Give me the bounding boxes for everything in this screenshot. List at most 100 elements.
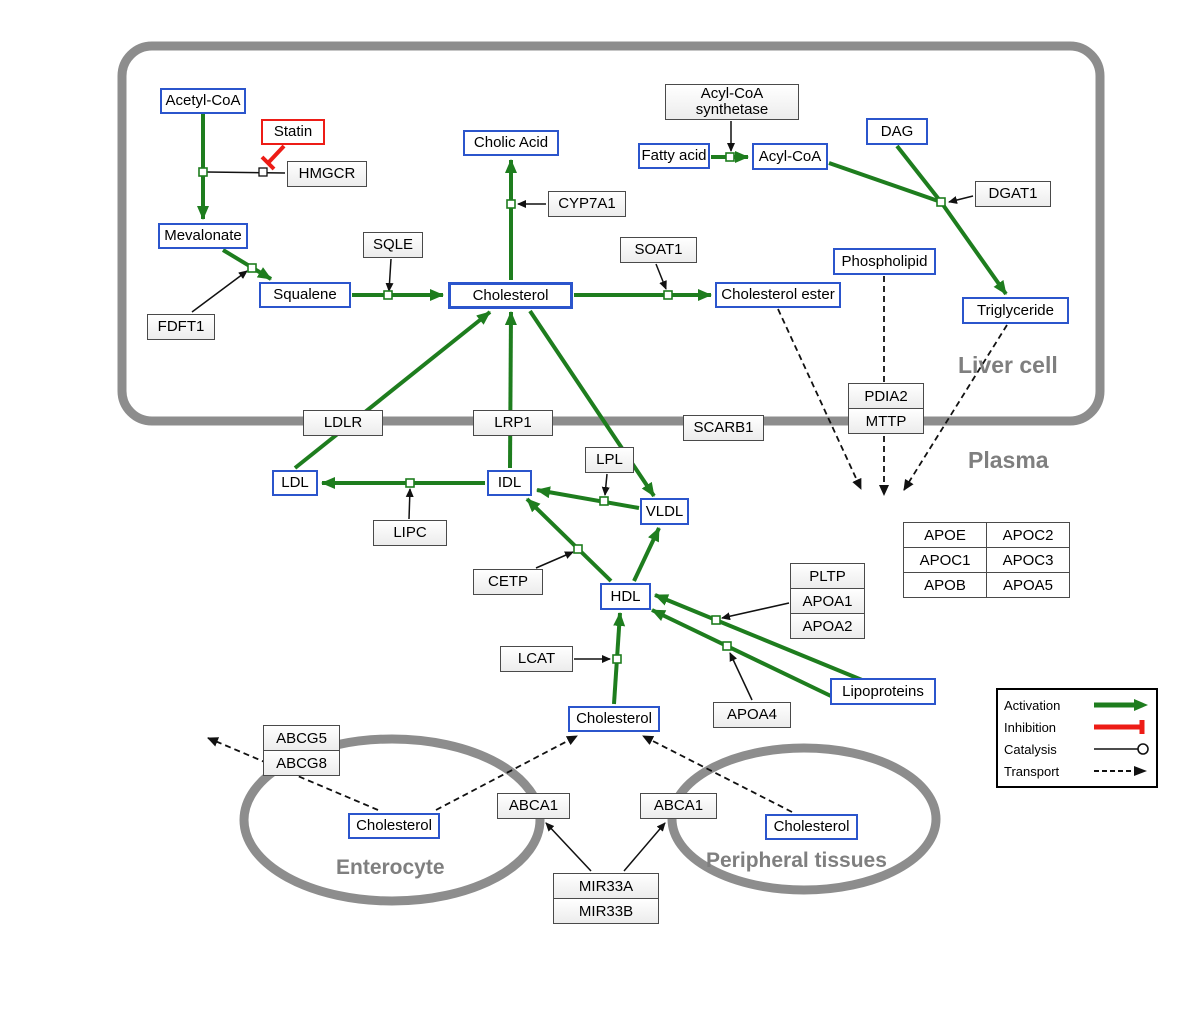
legend-activation: Activation bbox=[1004, 695, 1150, 715]
transport-dashed-arrow-icon bbox=[1094, 766, 1147, 776]
edge-ldl-uptake-ldlr bbox=[293, 310, 492, 470]
node-cyp7a1[interactable]: CYP7A1 bbox=[548, 191, 626, 217]
edge-lipoproteins-to-hdl-2 bbox=[651, 608, 834, 699]
liver-cell-membrane bbox=[117, 41, 1105, 426]
node-mir33a[interactable]: MIR33A bbox=[554, 874, 658, 898]
edge-lipc-catalysis bbox=[405, 488, 414, 520]
edge-peripheral-cholesterol-to-plasma bbox=[642, 735, 793, 813]
node-pltp[interactable]: PLTP bbox=[791, 564, 864, 588]
node-pdia2-mttp-complex: PDIA2 MTTP bbox=[848, 383, 924, 434]
node-lrp1[interactable]: LRP1 bbox=[473, 410, 553, 436]
apolipoprotein-table: APOE APOC2 APOC1 APOC3 APOB APOA5 bbox=[903, 522, 1070, 598]
edge-idl-uptake-lrp1 bbox=[504, 311, 517, 469]
node-apob[interactable]: APOB bbox=[904, 572, 986, 597]
node-mir33-complex: MIR33A MIR33B bbox=[553, 873, 659, 924]
node-apoa4[interactable]: APOA4 bbox=[713, 702, 791, 728]
node-lipc[interactable]: LIPC bbox=[373, 520, 447, 546]
node-cetp[interactable]: CETP bbox=[473, 569, 543, 595]
node-acyl-coa-synthetase[interactable]: Acyl-CoA synthetase bbox=[665, 84, 799, 120]
node-triglyceride[interactable]: Triglyceride bbox=[962, 297, 1069, 324]
node-abcg5[interactable]: ABCG5 bbox=[264, 726, 339, 750]
edge-lpl-catalysis bbox=[601, 473, 610, 496]
node-soat1[interactable]: SOAT1 bbox=[620, 237, 697, 263]
node-abca1-enterocyte[interactable]: ABCA1 bbox=[497, 793, 570, 819]
node-cholesterol-enterocyte[interactable]: Cholesterol bbox=[348, 813, 440, 839]
edge-vldl-to-idl bbox=[536, 486, 640, 510]
node-ldlr[interactable]: LDLR bbox=[303, 410, 383, 436]
node-cholesterol-peripheral[interactable]: Cholesterol bbox=[765, 814, 858, 840]
node-apoc1[interactable]: APOC1 bbox=[904, 547, 986, 572]
legend-inhibition: Inhibition bbox=[1004, 717, 1150, 737]
edge-enterocyte-cholesterol-to-plasma bbox=[435, 735, 578, 811]
node-dgat1[interactable]: DGAT1 bbox=[975, 181, 1051, 207]
legend: Activation Inhibition Catalysis Transpor… bbox=[996, 688, 1158, 788]
node-apoa1[interactable]: APOA1 bbox=[791, 588, 864, 613]
edge-lipoproteins-to-hdl-1 bbox=[654, 593, 863, 682]
statin-inhibition-tbar bbox=[260, 155, 276, 171]
node-apoc2[interactable]: APOC2 bbox=[986, 523, 1069, 547]
edge-mir33-to-abca1-right bbox=[623, 822, 666, 872]
node-phospholipid[interactable]: Phospholipid bbox=[833, 248, 936, 275]
inhibition-tbar-icon bbox=[1094, 720, 1145, 734]
edge-triglyceride-secretion bbox=[903, 324, 1008, 491]
edge-apoa4-catalysis bbox=[729, 652, 753, 701]
node-lipoproteins[interactable]: Lipoproteins bbox=[830, 678, 936, 705]
node-mevalonate[interactable]: Mevalonate bbox=[158, 223, 248, 249]
node-idl[interactable]: IDL bbox=[487, 470, 532, 496]
node-cholic-acid[interactable]: Cholic Acid bbox=[463, 130, 559, 156]
node-acyl-coa[interactable]: Acyl-CoA bbox=[752, 143, 828, 170]
catalysis-circle-icon bbox=[1094, 743, 1149, 755]
edge-hdl-to-vldl bbox=[632, 527, 661, 582]
edge-dag-to-dgat-junction bbox=[895, 144, 943, 204]
node-apoa5[interactable]: APOA5 bbox=[986, 572, 1069, 597]
inhibition-edges bbox=[260, 144, 286, 171]
node-abca1-peripheral[interactable]: ABCA1 bbox=[640, 793, 717, 819]
peripheral-tissues-label: Peripheral tissues bbox=[706, 849, 887, 872]
node-dag[interactable]: DAG bbox=[866, 118, 928, 145]
node-squalene[interactable]: Squalene bbox=[259, 282, 351, 308]
edge-mir33-to-abca1-left bbox=[545, 822, 592, 872]
edge-hdl-to-idl-cetp bbox=[525, 497, 613, 583]
liver-cell-label: Liver cell bbox=[958, 352, 1058, 378]
legend-transport: Transport bbox=[1004, 761, 1150, 781]
node-fatty-acid[interactable]: Fatty acid bbox=[638, 143, 710, 169]
node-apoa2[interactable]: APOA2 bbox=[791, 613, 864, 638]
node-abcg8[interactable]: ABCG8 bbox=[264, 750, 339, 775]
node-fdft1[interactable]: FDFT1 bbox=[147, 314, 215, 340]
enterocyte-membrane bbox=[239, 734, 545, 906]
node-cholesterol-plasma[interactable]: Cholesterol bbox=[568, 706, 660, 732]
node-scarb1[interactable]: SCARB1 bbox=[683, 415, 764, 441]
reaction-anchors bbox=[198, 152, 946, 664]
node-apoc3[interactable]: APOC3 bbox=[986, 547, 1069, 572]
node-acetyl-coa[interactable]: Acetyl-CoA bbox=[160, 88, 246, 114]
edge-hmgcr-catalysis bbox=[206, 171, 286, 174]
node-apoe[interactable]: APOE bbox=[904, 523, 986, 547]
node-cholesterol-liver[interactable]: Cholesterol bbox=[448, 282, 573, 309]
node-hdl[interactable]: HDL bbox=[600, 583, 651, 610]
edge-pltp-apoa-catalysis bbox=[721, 602, 790, 621]
node-lpl[interactable]: LPL bbox=[585, 447, 634, 473]
edge-statin-inhibits-hmgcr bbox=[266, 144, 286, 165]
node-sqle[interactable]: SQLE bbox=[363, 232, 423, 258]
legend-transport-label: Transport bbox=[1004, 763, 1060, 779]
edge-mevalonate-to-squalene bbox=[221, 248, 273, 281]
node-abcg5-abcg8-complex: ABCG5 ABCG8 bbox=[263, 725, 340, 776]
node-mir33b[interactable]: MIR33B bbox=[554, 898, 658, 923]
edge-sqle-catalysis bbox=[385, 258, 394, 292]
edge-cetp-catalysis bbox=[535, 551, 574, 569]
legend-catalysis-label: Catalysis bbox=[1004, 741, 1057, 757]
edge-acylcoa-to-dgat-junction bbox=[828, 161, 942, 204]
node-pdia2[interactable]: PDIA2 bbox=[849, 384, 923, 408]
peripheral-tissues-membrane bbox=[667, 743, 941, 895]
node-cholesterol-ester[interactable]: Cholesterol ester bbox=[715, 282, 841, 308]
node-vldl[interactable]: VLDL bbox=[640, 498, 689, 525]
node-mttp[interactable]: MTTP bbox=[849, 408, 923, 433]
catalysis-edges bbox=[191, 121, 974, 872]
node-ldl[interactable]: LDL bbox=[272, 470, 318, 496]
legend-catalysis: Catalysis bbox=[1004, 739, 1150, 759]
node-hmgcr[interactable]: HMGCR bbox=[287, 161, 367, 187]
node-lcat[interactable]: LCAT bbox=[500, 646, 573, 672]
node-statin[interactable]: Statin bbox=[261, 119, 325, 145]
